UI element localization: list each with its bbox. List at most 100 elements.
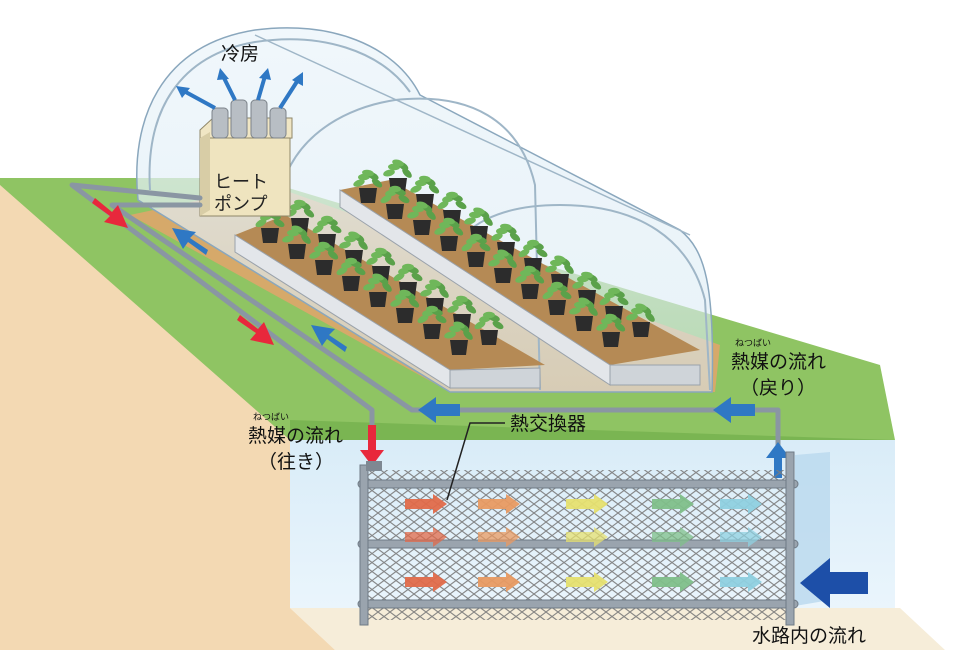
potted-plant	[363, 273, 392, 307]
potted-plant	[515, 265, 545, 299]
cooling-arrow-2-head	[217, 68, 229, 80]
potted-plant	[599, 287, 629, 321]
exchanger-post-right	[785, 451, 795, 626]
exchanger-flow-arrow	[720, 494, 762, 514]
plant-leaf	[426, 210, 436, 220]
return-label-line2: （戻り）	[740, 377, 816, 399]
plant-pot	[315, 260, 333, 275]
potted-plant	[312, 215, 342, 249]
plant-leaf	[358, 240, 368, 250]
plant-leaf	[456, 295, 468, 303]
plant-leaf	[426, 305, 438, 313]
plant-leaf	[599, 296, 611, 306]
exchanger-flow-arrow	[478, 494, 520, 514]
soil-side	[0, 185, 335, 650]
exchanger-flow-arrow	[478, 572, 520, 592]
plant-leaf	[393, 272, 405, 282]
return-arrow-3	[418, 397, 460, 423]
plant-pot	[494, 268, 512, 283]
plant-leaf	[551, 281, 563, 289]
potted-plant	[255, 209, 285, 243]
cooling-arrow-3	[256, 75, 267, 101]
exchanger-flow-arrow	[652, 494, 694, 514]
plant-pot	[467, 252, 485, 267]
supply-flow-arrows	[92, 198, 384, 466]
plant-leaf	[533, 274, 545, 284]
plant-leaf	[608, 287, 620, 295]
plant-leaf	[437, 200, 449, 210]
plant-pot	[342, 276, 360, 291]
exchanger-inlet-cap	[366, 461, 382, 471]
potted-plant	[626, 303, 655, 337]
plant-leaf	[560, 290, 572, 300]
plant-leaf	[596, 323, 608, 331]
plant-leaf	[464, 217, 476, 225]
plant-leaf	[434, 227, 446, 235]
plant-leaf	[398, 194, 410, 204]
potted-plant	[444, 321, 473, 355]
plant-leaf	[447, 305, 459, 313]
potted-plant	[474, 311, 504, 345]
plant-leaf	[382, 282, 392, 292]
plant-leaf	[461, 242, 473, 252]
plant-leaf	[410, 185, 422, 193]
plant-leaf	[411, 272, 423, 282]
potted-plant	[572, 271, 602, 305]
plant-leaf	[470, 233, 482, 241]
plant-leaf	[372, 273, 384, 281]
plant-pot	[413, 220, 431, 235]
plant-leaf	[390, 299, 402, 307]
plant-leaf	[605, 313, 617, 321]
plant-leaf	[492, 320, 504, 330]
plant-pot	[602, 332, 620, 347]
plant-leaf	[402, 263, 414, 271]
exchanger-flow-arrow	[405, 572, 447, 592]
plant-leaf	[542, 290, 554, 300]
plant-leaf	[614, 322, 626, 332]
exchanger-frame-top	[357, 479, 799, 489]
exchanger-flow-arrow	[566, 572, 608, 592]
plant-leaf	[375, 247, 387, 255]
plant-leaf	[417, 314, 429, 324]
plant-leaf	[509, 232, 521, 242]
potted-plant	[407, 201, 436, 235]
plant-leaf	[488, 259, 500, 267]
cooling-arrow-1-head	[176, 86, 190, 98]
return-ruby: ねつばい	[735, 338, 771, 349]
potted-plant	[596, 313, 626, 347]
plant-pot	[548, 300, 566, 315]
plant-pot	[521, 284, 539, 299]
plant-leaf	[474, 320, 486, 330]
exchanger-flow-arrow	[405, 527, 447, 547]
heat-pump-label-line2: ポンプ	[214, 194, 267, 215]
supply-arrow-2	[237, 315, 274, 345]
return-label-line1: 熱媒の流れ	[731, 351, 826, 373]
plant-leaf	[420, 289, 432, 297]
potted-plant	[336, 257, 366, 291]
potted-plant	[461, 233, 491, 267]
plant-pot	[396, 308, 414, 323]
plant-leaf	[330, 224, 342, 234]
plant-leaf	[309, 251, 321, 259]
plant-leaf	[312, 224, 324, 234]
return-arrow-4	[713, 397, 755, 423]
potted-plant	[309, 241, 339, 275]
plant-leaf	[518, 248, 530, 258]
exchanger-flow-arrow	[566, 527, 608, 547]
heat-pump-side	[200, 132, 210, 216]
supply-label-line2: （往き）	[258, 451, 334, 473]
plant-leaf	[392, 159, 404, 167]
return-flow-arrows	[172, 228, 790, 478]
exchanger-frame-bottom	[357, 599, 799, 609]
plant-leaf	[416, 201, 428, 209]
plant-leaf	[626, 313, 638, 321]
plant-leaf	[327, 250, 339, 260]
plant-leaf	[291, 225, 303, 233]
plant-leaf	[321, 215, 333, 223]
plant-leaf	[363, 283, 375, 291]
potted-plant	[434, 217, 464, 251]
plant-leaf	[527, 239, 539, 247]
bed-2-side	[609, 364, 701, 386]
plant-pot	[423, 324, 441, 339]
